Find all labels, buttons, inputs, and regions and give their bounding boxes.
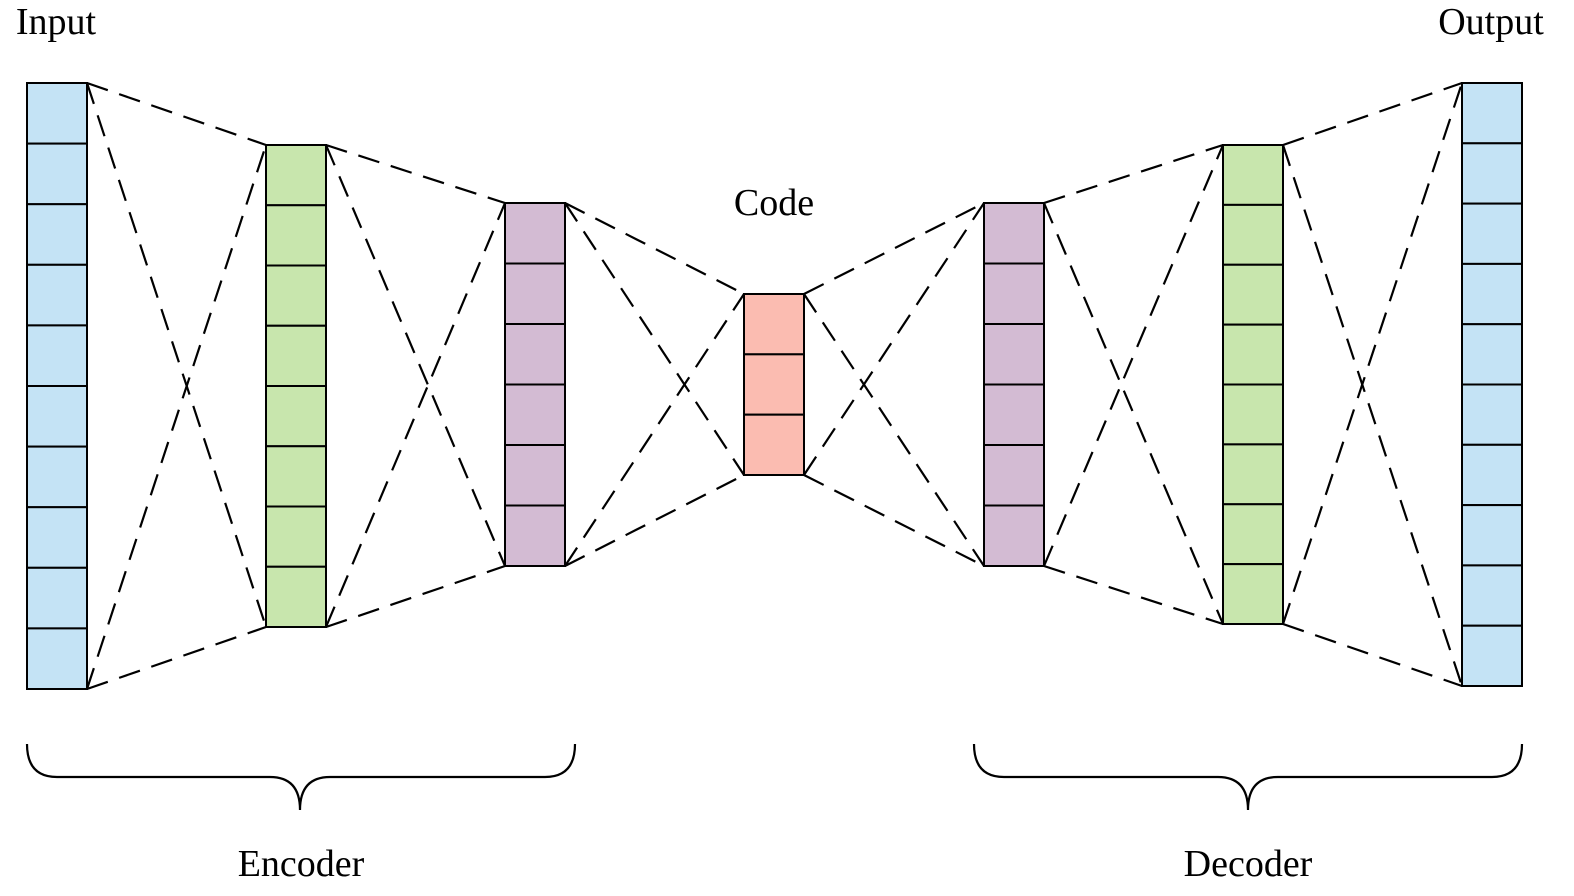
decoder-label: Decoder [1184,843,1313,885]
connection-line [324,202,507,628]
output-layer-unit [1461,142,1523,205]
encoder-hidden-1 [265,144,327,628]
encoder-hidden-2-unit [504,383,566,446]
encoder-hidden-2 [504,202,566,567]
decoder-hidden-2-unit [1222,563,1284,626]
decoder-hidden-2-unit [1222,503,1284,566]
decoder-hidden-1-unit [983,202,1045,265]
output-layer [1461,82,1523,688]
decoder-hidden-1-unit [983,323,1045,386]
input-layer [26,82,88,691]
code-layer-unit [743,413,805,477]
encoder-hidden-2-unit [504,262,566,325]
connection-line [564,474,745,567]
connection-line [1043,143,1224,205]
output-layer-unit [1461,323,1523,386]
connection-line [324,144,507,567]
decoder-hidden-2-unit [1222,144,1284,206]
output-layer-unit [1461,504,1523,567]
connection-line [86,625,267,691]
connection-line [564,293,745,567]
decoder-hidden-1-unit [983,444,1045,507]
connection-line [803,202,985,295]
encoder-hidden-1-unit [265,445,327,508]
encoder-hidden-1-unit [265,204,327,267]
connection-line [1281,82,1464,625]
input-label: Input [16,1,97,43]
connection-line [325,564,506,629]
input-layer-unit [26,385,88,448]
output-layer-unit [1461,443,1523,507]
encoder-label: Encoder [238,843,365,885]
connection-line [1043,564,1224,626]
decoder-brace [972,743,1524,811]
connection-line [803,474,985,567]
code-label: Code [734,182,814,224]
code-layer-unit [743,293,805,356]
input-layer-unit [26,324,88,387]
connection-line [1281,144,1464,687]
output-layer-unit [1461,383,1523,446]
decoder-hidden-2-unit [1222,323,1284,386]
output-label: Output [1438,1,1544,43]
encoder-hidden-2-unit [504,323,566,386]
decoder-hidden-2-unit [1222,263,1284,326]
output-layer-unit [1461,262,1523,326]
encoder-hidden-1-unit [265,565,327,628]
decoder-hidden-2 [1222,144,1284,626]
input-layer-unit [26,82,88,145]
input-layer-unit [26,566,88,630]
output-layer-unit [1461,202,1523,265]
decoder-hidden-2-unit [1222,383,1284,446]
encoder-hidden-2-unit [504,504,566,567]
code-layer-unit [743,353,805,416]
input-layer-unit [26,263,88,327]
decoder-hidden-1 [983,202,1045,567]
connection-line [86,81,267,147]
connection-line [564,202,745,476]
connection-line [85,82,268,628]
encoder-hidden-1-unit [265,144,327,207]
encoder-hidden-2-unit [504,444,566,507]
input-layer-unit [26,142,88,206]
connection-line [803,293,985,567]
connection-line [564,202,745,295]
decoder-hidden-2-unit [1222,443,1284,506]
encoder-hidden-1-unit [265,324,327,387]
connection-line [1282,81,1463,147]
decoder-hidden-1-unit [983,504,1045,567]
encoder-brace [25,743,577,811]
input-layer-unit [26,445,88,509]
input-layer-unit [26,627,88,691]
layer-connections [85,81,1464,691]
connection-line [325,143,506,205]
encoder-hidden-2-unit [504,202,566,265]
output-layer-unit [1461,624,1523,688]
output-layer-unit [1461,82,1523,145]
decoder-hidden-1-unit [983,383,1045,446]
input-layer-unit [26,506,88,569]
output-layer-unit [1461,564,1523,627]
input-layer-unit [26,203,88,266]
encoder-hidden-1-unit [265,385,327,448]
connection-line [85,144,268,690]
decoder-hidden-2-unit [1222,203,1284,266]
code-layer [743,293,805,477]
layer-stack [26,82,1523,691]
connection-line [1042,202,1225,625]
decoder-hidden-1-unit [983,262,1045,325]
encoder-hidden-1-unit [265,264,327,327]
encoder-hidden-1-unit [265,505,327,568]
connection-line [803,202,985,476]
connection-line [1042,144,1225,567]
connection-line [1282,622,1463,688]
